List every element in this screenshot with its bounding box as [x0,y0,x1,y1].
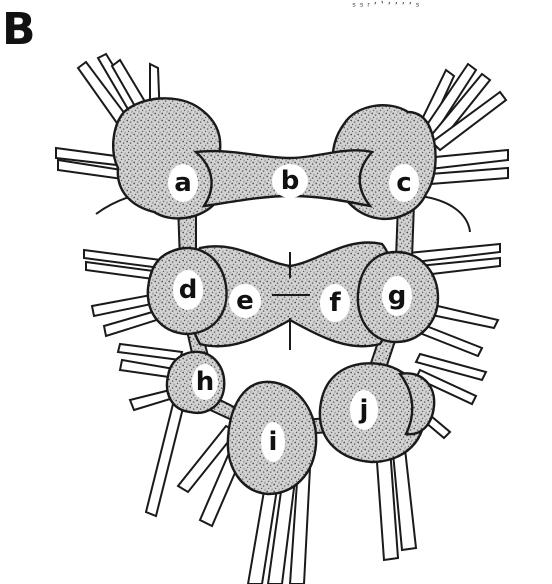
ganglion-g: g [358,252,438,342]
ganglion-j: j [320,363,434,462]
ganglion-b-label: b [281,166,300,196]
ganglion-f-label: f [329,288,341,318]
ganglion-h: h [167,352,224,413]
ganglion-g-label: g [388,281,407,311]
ganglion-j-label: j [359,395,369,425]
ganglion-i: i [228,382,316,494]
nerve-h-lat-1 [118,344,182,360]
ganglion-c-label: c [396,168,411,198]
nerve-c-hair [420,196,470,232]
ganglion-h-label: h [196,367,215,397]
ganglion-b: b [196,150,372,206]
ganglion-a-label: a [174,168,192,198]
ganglion-d: d [148,248,227,334]
panel-label: B [2,4,36,55]
corner-scan-text: ˢ ˢ ʳ ʼ ʽ ʼ ʼ ʼ ʼ ˢ [352,0,420,13]
ganglion-i-label: i [269,427,278,457]
nerve-h-long [146,392,186,516]
ganglion-d-label: d [179,275,198,305]
ganglion-e-label: e [236,286,254,316]
